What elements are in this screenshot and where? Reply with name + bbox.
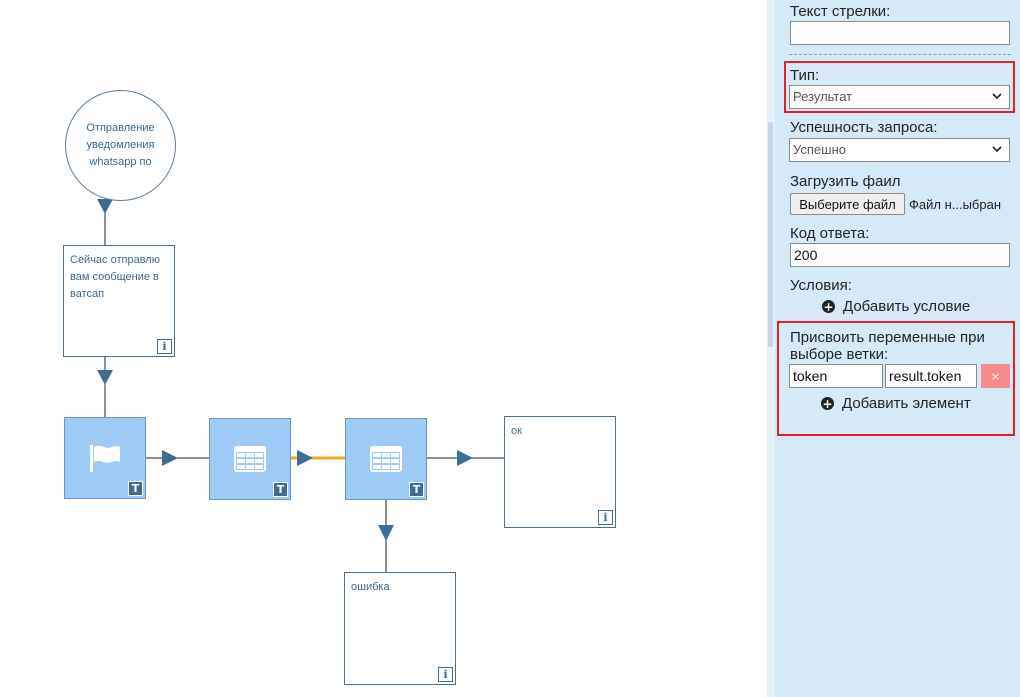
add-condition-button[interactable]: + Добавить условие (822, 298, 970, 315)
text-toggle-icon[interactable]: T (273, 482, 288, 497)
type-label: Тип: (790, 67, 820, 84)
request-success-label: Успешность запроса: (790, 119, 938, 136)
panel-scroll-track (767, 0, 775, 697)
error-node-label: ошибка (351, 581, 390, 593)
start-node-label: Отправление уведомления whatsapp по (86, 122, 155, 168)
text-toggle-icon[interactable]: T (409, 482, 424, 497)
arrow-text-input[interactable] (790, 21, 1010, 45)
start-node[interactable]: Отправление уведомления whatsapp по (65, 90, 176, 201)
properties-panel: Текст стрелки: Тип: Результат Успешность… (767, 0, 1020, 697)
chevron-down-icon (992, 93, 1002, 100)
delete-variable-button[interactable]: × (981, 364, 1010, 388)
add-element-button[interactable]: + Добавить элемент (821, 395, 971, 412)
upload-file-label: Загрузить фаил (790, 173, 901, 190)
section-divider (789, 54, 1011, 55)
request-success-select-value: Успешно (793, 142, 846, 157)
type-select-value: Результат (793, 89, 853, 104)
error-node[interactable]: ошибка i (344, 572, 456, 685)
plus-circle-icon: + (822, 299, 835, 314)
flag-node[interactable]: T (64, 417, 146, 499)
arrow-head-icon (457, 450, 473, 466)
text-toggle-icon[interactable]: T (128, 481, 143, 496)
response-code-label: Код ответа: (790, 225, 870, 242)
conditions-label: Условия: (790, 277, 852, 294)
message-node-label: Сейчас отправлю вам сообщение в ватсап (70, 254, 160, 300)
flag-icon (90, 445, 120, 472)
add-element-label: Добавить элемент (842, 395, 971, 412)
arrow-head-icon (378, 525, 394, 541)
message-node[interactable]: Сейчас отправлю вам сообщение в ватсап i (63, 245, 175, 357)
info-icon[interactable]: i (157, 339, 172, 354)
variable-value-input[interactable] (885, 364, 977, 388)
highlight-frame-assign (777, 321, 1015, 436)
table-icon (370, 446, 402, 472)
arrow-head-icon (162, 450, 178, 466)
assign-vars-label-line1: Присвоить переменные при (790, 329, 985, 346)
plus-circle-icon: + (821, 396, 834, 411)
ok-node-label: ок (511, 425, 522, 437)
info-icon[interactable]: i (438, 667, 453, 682)
file-status: Файл н...ыбран (909, 197, 1002, 212)
table-node-2[interactable]: T (345, 418, 427, 500)
request-success-select[interactable]: Успешно (789, 138, 1010, 162)
arrow-head-icon (297, 450, 313, 466)
choose-file-button[interactable]: Выберите файл (790, 193, 905, 215)
table-icon (234, 446, 266, 472)
response-code-input[interactable] (790, 243, 1010, 267)
panel-scrollbar[interactable] (768, 122, 773, 347)
arrow-text-label: Текст стрелки: (790, 3, 891, 20)
arrow-head-icon (97, 199, 113, 214)
info-icon[interactable]: i (598, 510, 613, 525)
highlight-frame-type (784, 61, 1015, 113)
arrow-head-icon (97, 370, 113, 385)
flow-canvas[interactable]: Отправление уведомления whatsapp по Сейч… (0, 0, 767, 697)
variable-name-input[interactable] (789, 364, 883, 388)
flow-links (97, 199, 505, 573)
type-select[interactable]: Результат (789, 85, 1010, 109)
add-condition-label: Добавить условие (843, 298, 971, 315)
ok-node[interactable]: ок i (504, 416, 616, 528)
chevron-down-icon (992, 146, 1002, 153)
table-node-1[interactable]: T (209, 418, 291, 500)
assign-vars-label-line2: выборе ветки: (790, 346, 889, 363)
